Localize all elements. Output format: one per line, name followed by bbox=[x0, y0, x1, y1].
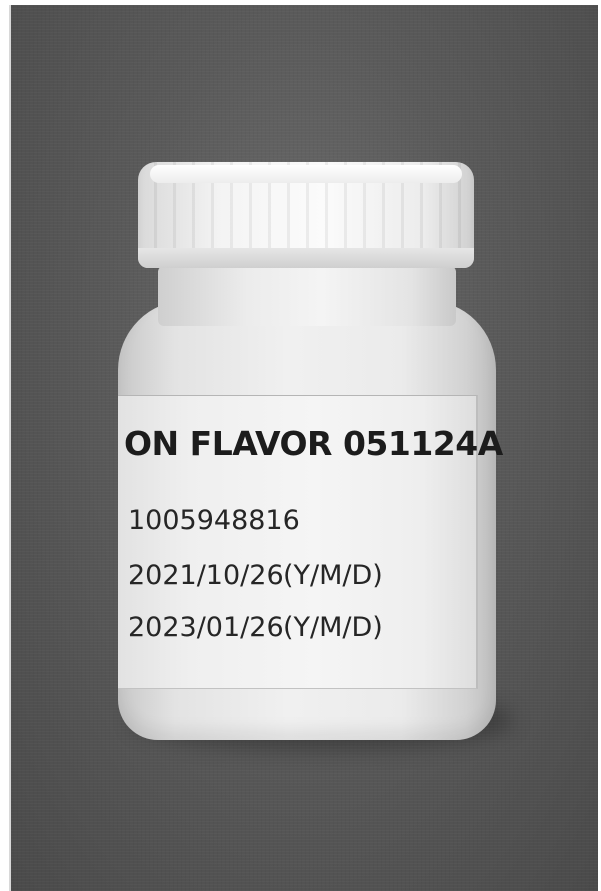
bottle-label bbox=[118, 395, 478, 689]
bottle-cap-top bbox=[150, 165, 462, 183]
label-manufacture-date: 2021/10/26 bbox=[128, 560, 284, 591]
label-title: ON FLAVOR 051124A bbox=[124, 424, 503, 463]
label-expiry-format: (Y/M/D) bbox=[283, 612, 383, 643]
label-manufacture-format: (Y/M/D) bbox=[283, 560, 383, 591]
label-expiry-date: 2023/01/26 bbox=[128, 612, 284, 643]
scan-edge bbox=[9, 5, 11, 891]
label-code: 1005948816 bbox=[128, 505, 300, 536]
bottle-cap-rim bbox=[138, 248, 474, 268]
bottle-neck bbox=[158, 266, 456, 326]
